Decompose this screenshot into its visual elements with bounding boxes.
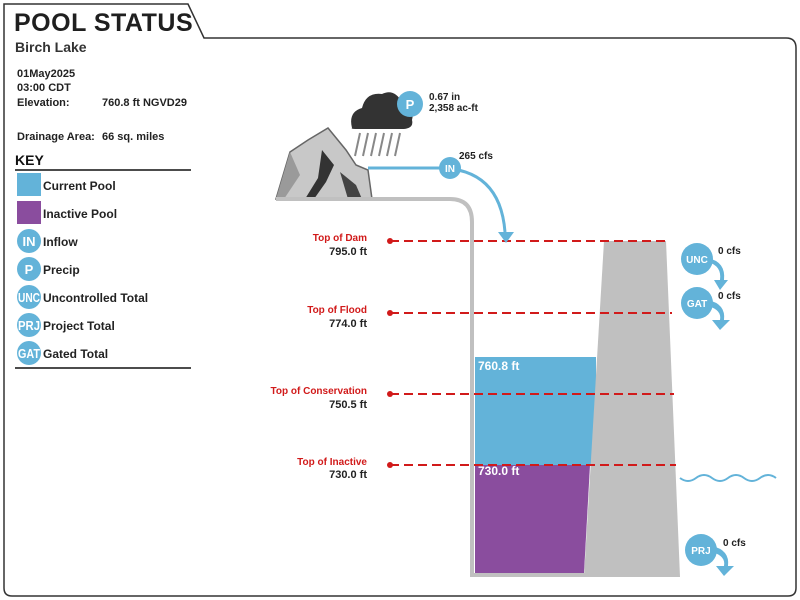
current-pool-elevation: 760.8 ft [478, 359, 519, 373]
inflow-icon [439, 157, 461, 179]
unc-arrow-icon [708, 258, 728, 290]
precip-icon [397, 91, 423, 117]
downstream-water [679, 474, 777, 482]
prj-key-icon [17, 313, 41, 337]
valley-bank [276, 197, 474, 577]
precip-key-icon [17, 257, 41, 281]
inflow-symbol: IN [445, 164, 455, 175]
inflow-value: 265 cfs [459, 151, 493, 162]
key-item-current-pool: Current Pool [17, 173, 116, 196]
gat-key-icon [17, 341, 41, 365]
prj-icon [685, 534, 717, 566]
prj-arrow-icon [712, 546, 734, 576]
precip-volume: 2,358 ac-ft [429, 103, 479, 114]
page-title: POOL STATUS [14, 9, 193, 37]
gat-key-symbol: GAT [18, 346, 40, 361]
elevation-label: Elevation: [17, 97, 70, 109]
level-top-of-dam: Top of Dam 795.0 ft [313, 233, 668, 258]
gat-arrow-icon [708, 300, 730, 330]
prj-key-symbol: PRJ [18, 318, 40, 333]
key-item-inflow: IN Inflow [17, 229, 78, 253]
key-label-uncontrolled: Uncontrolled Total [43, 291, 148, 305]
key-item-gated: GAT Gated Total [17, 341, 108, 365]
gat-outflow: GAT 0 cfs [681, 287, 741, 330]
level-conservation-value: 750.5 ft [329, 399, 367, 411]
precip-key-symbol: P [25, 262, 34, 277]
inflow-badge: IN [439, 157, 461, 179]
dam-structure [584, 241, 680, 577]
precip-badge: P [397, 91, 423, 117]
inflow-key-symbol: IN [23, 234, 36, 249]
mountain-icon [274, 127, 373, 200]
unc-value: 0 cfs [718, 246, 741, 257]
inflow-key-icon [17, 229, 41, 253]
level-top-of-inactive: Top of Inactive 730.0 ft [297, 457, 676, 481]
precip-amount: 0.67 in [429, 92, 460, 103]
key-label-inflow: Inflow [43, 235, 78, 249]
level-top-of-flood: Top of Flood 774.0 ft [307, 305, 672, 330]
unc-icon [681, 243, 713, 275]
key-label-project: Project Total [43, 319, 115, 333]
level-dam-value: 795.0 ft [329, 246, 367, 258]
key-item-inactive-pool: Inactive Pool [17, 201, 117, 224]
drainage-label: Drainage Area: [17, 131, 95, 143]
current-pool [475, 357, 596, 465]
key-item-project: PRJ Project Total [17, 313, 115, 337]
key-heading: KEY [15, 152, 44, 168]
level-flood-value: 774.0 ft [329, 318, 367, 330]
inactive-pool-swatch [17, 201, 41, 224]
gat-icon [681, 287, 713, 319]
key-label-current-pool: Current Pool [43, 179, 116, 193]
level-conservation-name: Top of Conservation [271, 386, 367, 397]
precip-symbol: P [406, 97, 415, 112]
inflow-arrow-icon [498, 232, 514, 243]
info-date: 01May2025 [17, 68, 75, 80]
level-flood-name: Top of Flood [307, 305, 367, 316]
location-name: Birch Lake [15, 39, 87, 55]
level-top-of-conservation: Top of Conservation 750.5 ft [271, 386, 674, 411]
level-inactive-name: Top of Inactive [297, 457, 367, 468]
inactive-pool [475, 465, 590, 573]
unc-outflow: UNC 0 cfs [681, 243, 741, 290]
gat-value: 0 cfs [718, 291, 741, 302]
key-label-gated: Gated Total [43, 347, 108, 361]
prj-symbol: PRJ [691, 546, 710, 557]
info-time: 03:00 CDT [17, 82, 71, 94]
unc-symbol: UNC [686, 255, 708, 266]
elevation-value: 760.8 ft NGVD29 [102, 97, 187, 109]
key-item-precip: P Precip [17, 257, 80, 281]
level-dam-name: Top of Dam [313, 233, 367, 244]
key-label-inactive-pool: Inactive Pool [43, 207, 117, 221]
unc-key-symbol: UNC [18, 290, 40, 305]
current-pool-swatch [17, 173, 41, 196]
key-item-uncontrolled: UNC Uncontrolled Total [17, 285, 148, 309]
unc-key-icon [17, 285, 41, 309]
key-label-precip: Precip [43, 263, 80, 277]
prj-value: 0 cfs [723, 538, 746, 549]
prj-outflow: PRJ 0 cfs [685, 534, 746, 576]
gat-symbol: GAT [687, 299, 707, 310]
inactive-pool-elevation: 730.0 ft [478, 464, 519, 478]
drainage-value: 66 sq. miles [102, 131, 164, 143]
level-inactive-value: 730.0 ft [329, 469, 367, 481]
